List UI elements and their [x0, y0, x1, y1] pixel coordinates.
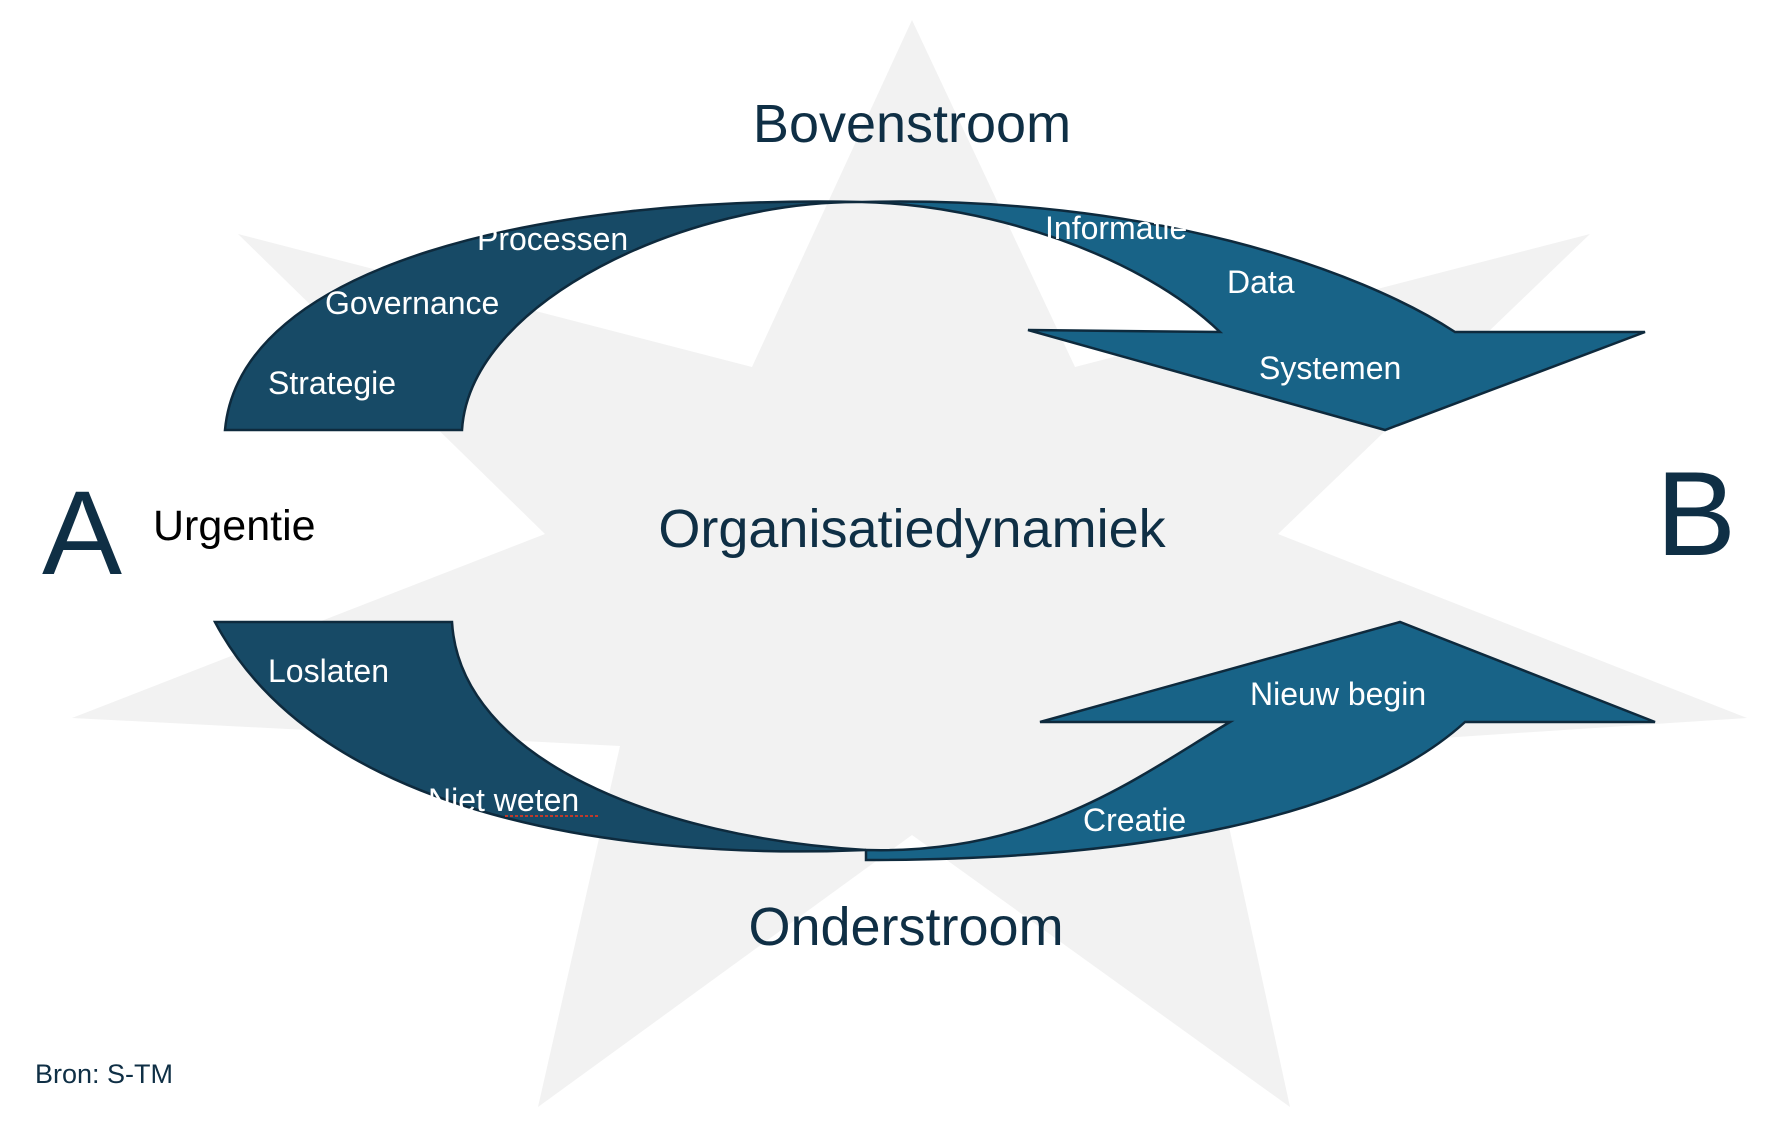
- label-governance: Governance: [325, 285, 499, 321]
- urgentie-label: Urgentie: [153, 502, 316, 550]
- lower-arrow-left-segment: [212, 620, 867, 853]
- label-nieuw-begin: Nieuw begin: [1250, 676, 1426, 712]
- background-star: [72, 20, 1747, 1107]
- source-note: Bron: S-TM: [35, 1059, 173, 1089]
- label-informatie: Informatie: [1045, 210, 1187, 246]
- onderstroom-heading: Onderstroom: [748, 897, 1063, 957]
- letter-b: B: [1656, 447, 1736, 581]
- label-processen: Processen: [477, 221, 628, 257]
- bovenstroom-heading: Bovenstroom: [753, 94, 1071, 154]
- label-systemen: Systemen: [1259, 350, 1401, 386]
- upper-arrow-right-segment: [861, 200, 1646, 432]
- label-creatie: Creatie: [1083, 802, 1186, 838]
- lower-arrow-right-segment: [864, 620, 1656, 862]
- center-heading: Organisatiedynamiek: [658, 499, 1166, 559]
- upper-arrow-left-segment: [223, 200, 863, 432]
- label-strategie: Strategie: [268, 365, 396, 401]
- label-niet-weten: Niet weten: [428, 782, 579, 818]
- letter-a: A: [42, 466, 122, 600]
- label-data: Data: [1227, 264, 1295, 300]
- label-loslaten: Loslaten: [268, 653, 389, 689]
